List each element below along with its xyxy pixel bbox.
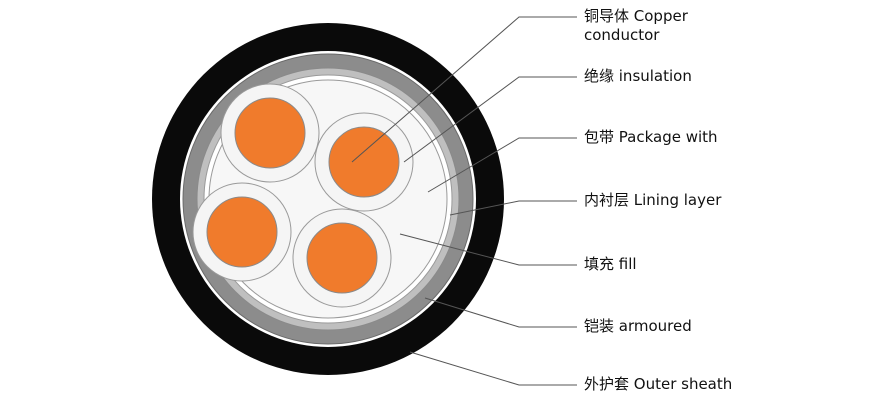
conductor xyxy=(328,126,400,198)
conductor xyxy=(306,222,378,294)
conductor xyxy=(234,97,306,169)
label-lining-layer: 内衬层 Lining layer xyxy=(584,191,722,209)
leader-outer-sheath xyxy=(409,351,577,386)
leader-fill xyxy=(399,233,577,266)
label-outer-sheath: 外护套 Outer sheath xyxy=(584,375,733,393)
core-top-left xyxy=(220,83,320,183)
leader-insulation xyxy=(403,76,577,163)
leader-copper-conductor xyxy=(351,16,577,163)
core-top-right xyxy=(314,112,414,212)
label-copper-conductor: 铜导体 Copper conductor xyxy=(584,7,688,45)
cable-cross-section-icon xyxy=(152,23,504,375)
label-insulation: 绝缘 insulation xyxy=(584,67,692,85)
label-copper-conductor-line2: conductor xyxy=(584,26,660,44)
label-package: 包带 Package with xyxy=(584,128,718,146)
label-fill: 填充 fill xyxy=(584,255,637,273)
leader-lines xyxy=(351,16,577,386)
label-copper-conductor-line1: 铜导体 Copper xyxy=(584,7,688,25)
leader-armoured xyxy=(424,297,577,328)
leader-package xyxy=(427,137,577,193)
core-bottom-right xyxy=(292,208,392,308)
conductor xyxy=(206,196,278,268)
leader-lining-layer xyxy=(449,200,577,216)
label-armoured: 铠装 armoured xyxy=(584,317,692,335)
core-bottom-left xyxy=(192,182,292,282)
